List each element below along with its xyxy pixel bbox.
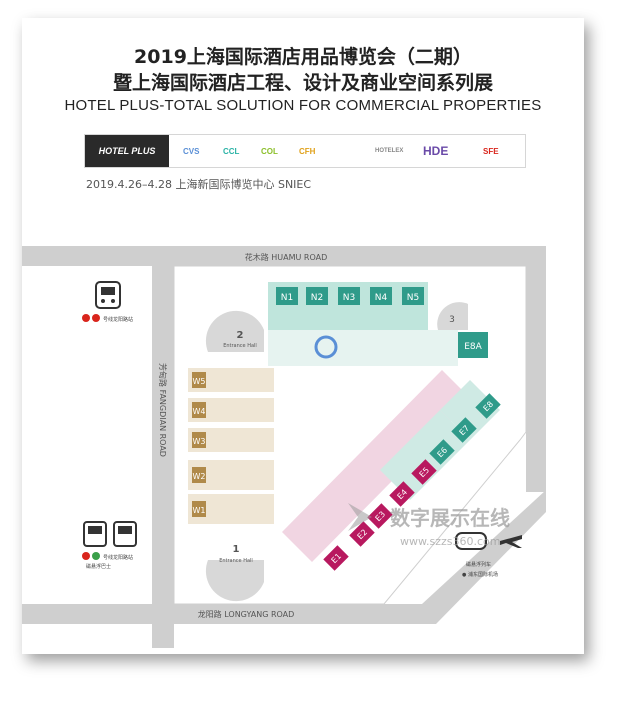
hall-w5-badge: [192, 372, 206, 388]
cvs-logo: CVS: [183, 146, 200, 156]
date-venue: 2019.4.26–4.28 上海新国际博览中心 SNIEC: [86, 178, 312, 191]
hall-n2-label: N2: [311, 293, 323, 303]
hall-n1: [276, 287, 298, 305]
hall-w5-label: W5: [193, 377, 206, 386]
entrance-hall-2: [205, 310, 264, 352]
hall-e5: E5: [411, 459, 437, 485]
hall-w3-badge: [192, 432, 206, 448]
entrance-1-en: Entrance Hall: [219, 558, 253, 564]
metro-line-7-dot: [92, 314, 100, 322]
watermark-logo: 数字展示在线 www.szzs360.com: [348, 503, 510, 548]
col-logo: COL: [261, 146, 278, 156]
west-halls: W5 W4 W3 W2 W1: [188, 368, 274, 524]
hall-w2-badge: [192, 467, 206, 483]
hall-n1-label: N1: [281, 293, 293, 303]
cfh-logo: CFH: [299, 146, 316, 156]
watermark: 数字展示在线 www.szzs360.com: [342, 497, 557, 555]
hde-logo: HDE: [423, 144, 449, 158]
north-hall-labels: N1 N2 N3 N4 N5: [276, 287, 424, 305]
hotelex-logo: HOTELEX: [375, 148, 404, 154]
metro-line-2-dot: [82, 314, 90, 322]
hall-w2-label: W2: [193, 472, 206, 481]
hall-n2: [306, 287, 328, 305]
fangdian-road: [152, 266, 174, 648]
entrance-2-en: Entrance Hall: [223, 343, 257, 349]
hall-e7: E7: [451, 417, 477, 443]
hotel-plus-logo: HOTEL PLUS: [85, 135, 169, 167]
east-halls-pink-band: [282, 370, 472, 562]
entrance-1-number: 1: [233, 544, 240, 555]
east-halls: E1 E2 E3 E4 E5 E6 E7 E8: [282, 370, 501, 571]
entrance-3-number: 3: [449, 315, 455, 325]
fangdian-road-label: 芳甸路 FANGDIAN ROAD: [158, 363, 168, 457]
hall-w1-badge: [192, 501, 206, 517]
airplane-icon: [500, 535, 522, 548]
maglev-label: 磁悬浮列车: [466, 561, 491, 568]
east-road: [526, 266, 546, 492]
sponsor-logo-strip: HOTEL PLUS CVS CCL COL CFH HOTELEX HDE S…: [84, 134, 526, 168]
hall-n5-label: N5: [407, 293, 419, 303]
hall-w4-label: W4: [193, 407, 206, 416]
hall-n3-label: N3: [343, 293, 355, 303]
sfe-logo: SFE: [483, 146, 499, 156]
hall-e6: E6: [429, 439, 455, 465]
longyang-road: [22, 604, 422, 624]
hall-n4-label: N4: [375, 293, 388, 303]
hall-w1-label: W1: [193, 506, 206, 515]
hall-e1: E1: [323, 545, 349, 571]
huamu-road-label: 花木路 HUAMU ROAD: [245, 252, 328, 262]
longyang-road-label: 龙阳路 LONGYANG ROAD: [198, 609, 295, 619]
hall-e4: E4: [389, 481, 415, 507]
hall-e2: E2: [349, 521, 375, 547]
bus-line-7-dot: [92, 552, 100, 560]
bus-icon: [83, 521, 107, 547]
entrance-2-number: 2: [237, 330, 244, 341]
solution-technology-block: [268, 330, 458, 366]
title-english: HOTEL PLUS-TOTAL SOLUTION FOR COMMERCIAL…: [64, 97, 542, 114]
title-line-1: 2019上海国际酒店用品博览会（二期）: [134, 46, 472, 68]
hall-e3: E3: [367, 503, 393, 529]
hall-n3: [338, 287, 360, 305]
bus-label: 号线龙阳路站: [103, 554, 133, 561]
solution-logo-icon: [314, 335, 338, 359]
metro-label: 号线龙阳路站: [103, 316, 133, 323]
hall-e8a-label: E8A: [464, 342, 482, 352]
metro-icon: [95, 281, 121, 309]
hall-n4: [370, 287, 392, 305]
east-halls-teal-band-2: [440, 380, 500, 440]
hall-w4-badge: [192, 402, 206, 418]
huamu-road: [22, 246, 546, 266]
diagonal-road: [422, 490, 546, 624]
train-icon: [113, 521, 137, 547]
bus-label-2: 磁悬浮巴士: [86, 563, 111, 570]
hall-e8: E8: [475, 393, 501, 419]
maglev-icon: [455, 532, 487, 550]
entrance-hall-1: [205, 560, 264, 602]
watermark-cn: 数字展示在线: [390, 506, 510, 530]
hall-n5: [402, 287, 424, 305]
watermark-url: www.szzs360.com: [400, 535, 500, 548]
ccl-logo: CCL: [223, 146, 240, 156]
hall-e8a: [458, 332, 488, 358]
bus-line-2-dot: [82, 552, 90, 560]
watermark-arrow-icon: [348, 503, 372, 531]
east-halls-teal-band: [380, 410, 470, 500]
hall-w3-label: W3: [193, 437, 206, 446]
title-line-2: 暨上海国际酒店工程、设计及商业空间系列展: [112, 72, 493, 94]
airport-label: ● 浦东国际机场: [462, 571, 498, 578]
entrance-hall-3: [437, 302, 468, 330]
